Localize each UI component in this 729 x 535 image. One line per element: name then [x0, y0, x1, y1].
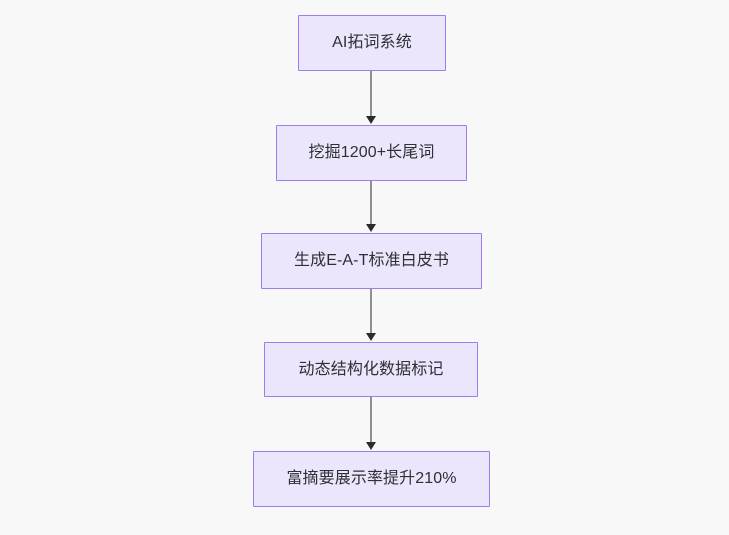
flowchart-arrowhead-n4-n5 — [366, 442, 376, 450]
flowchart-arrowhead-n3-n4 — [366, 333, 376, 341]
flowchart-node-n2[interactable]: 挖掘1200+长尾词 — [276, 125, 467, 181]
flowchart-edge-n4-n5 — [370, 397, 372, 443]
flowchart-edge-n3-n4 — [370, 289, 372, 334]
flowchart-node-n4[interactable]: 动态结构化数据标记 — [264, 342, 478, 397]
flowchart-arrowhead-n1-n2 — [366, 116, 376, 124]
flowchart-node-label: 动态结构化数据标记 — [298, 360, 444, 378]
flowchart-node-n5[interactable]: 富摘要展示率提升210% — [253, 451, 490, 507]
flowchart-node-n3[interactable]: 生成E-A-T标准白皮书 — [261, 233, 482, 289]
flowchart-node-n1[interactable]: AI拓词系统 — [298, 15, 446, 71]
flowchart-node-label: AI拓词系统 — [332, 34, 412, 52]
flowchart-arrowhead-n2-n3 — [366, 224, 376, 232]
flowchart-node-label: 生成E-A-T标准白皮书 — [294, 252, 449, 270]
flowchart-node-label: 挖掘1200+长尾词 — [308, 144, 435, 162]
flowchart-node-label: 富摘要展示率提升210% — [286, 470, 457, 488]
flowchart-edge-n1-n2 — [370, 71, 372, 117]
flowchart-edge-n2-n3 — [370, 181, 372, 225]
